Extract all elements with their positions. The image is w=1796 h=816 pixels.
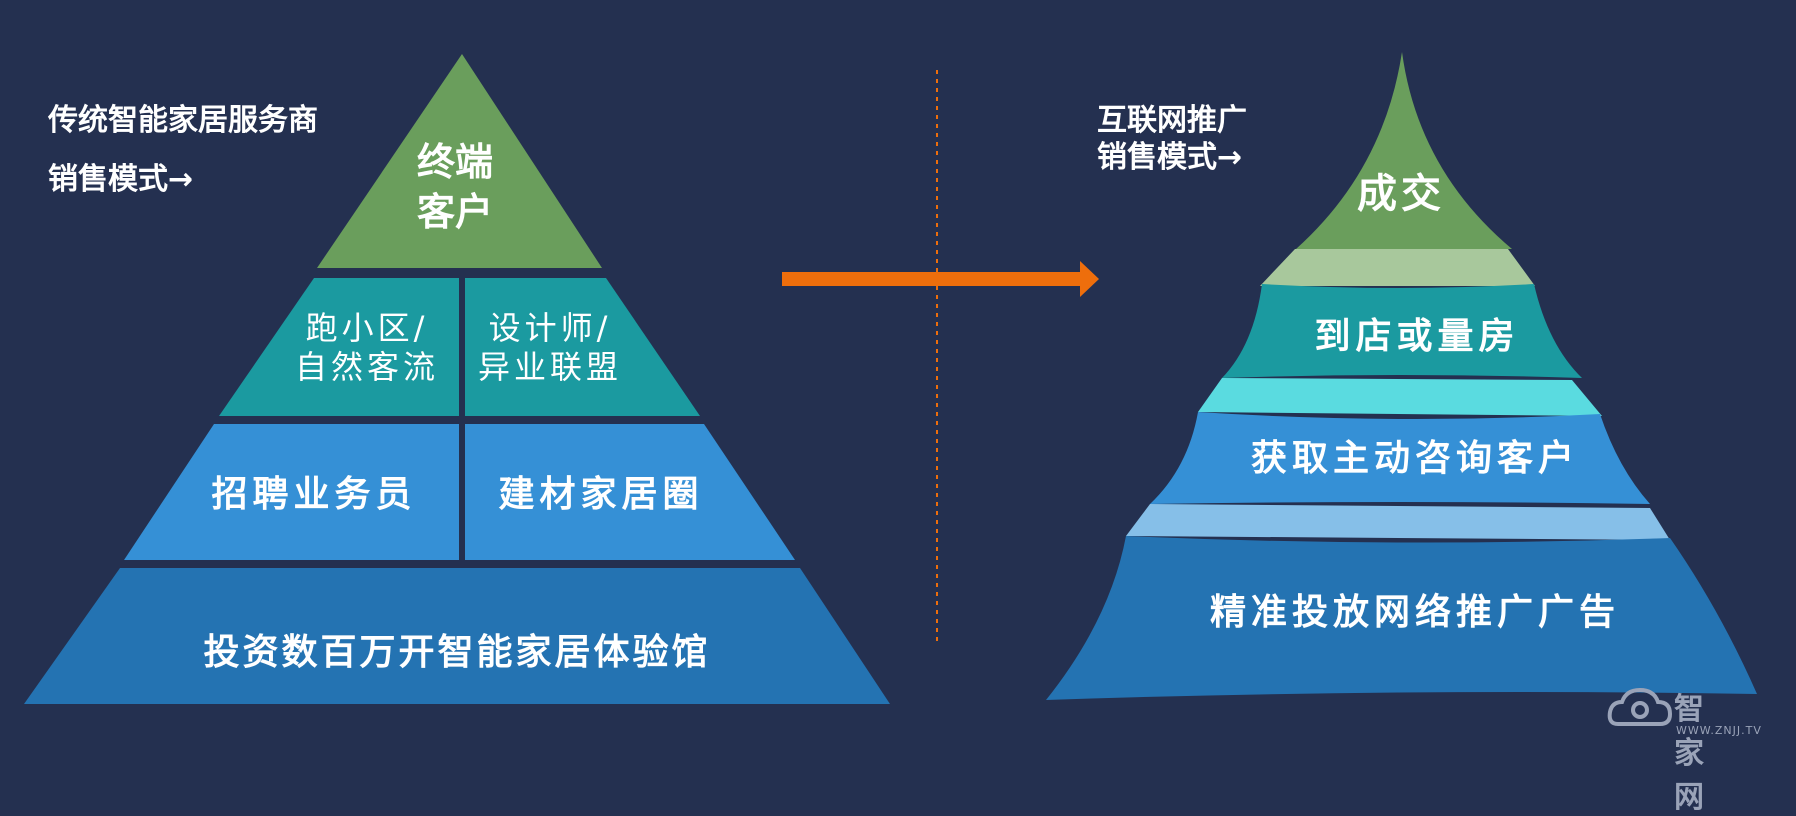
right-level2-text: 到店或量房 [1314, 316, 1519, 357]
right-pyramid: 成交 到店或量房 获取主动咨询客户 精准投放网络推广广告 [1046, 52, 1757, 700]
left-tier3-left-segment [124, 424, 459, 560]
transition-arrow [782, 261, 1099, 297]
right-connector-2 [1198, 378, 1602, 416]
left-tier3-right-segment [465, 424, 795, 560]
left-tier2-left-text-line2: 自然客流 [295, 348, 439, 386]
right-level4-segment [1046, 536, 1757, 700]
right-caption-line2: 销售模式→ [1097, 140, 1243, 175]
right-connector-3 [1126, 504, 1670, 540]
left-tier2-right-text-line2: 异业联盟 [478, 348, 622, 386]
left-tier4-text: 投资数百万开智能家居体验馆 [203, 632, 710, 673]
watermark-url: WWW.ZNJJ.TV [1676, 724, 1762, 737]
left-apex-text-line2: 客户 [417, 190, 493, 234]
right-level3-text: 获取主动咨询客户 [1251, 438, 1579, 479]
left-apex-text-line1: 终端 [417, 140, 493, 184]
left-pyramid: 终端 客户 跑小区/ 自然客流 设计师/ 异业联盟 招聘业务员 建材家居圈 投资… [24, 54, 890, 704]
left-tier2-left-text-line1: 跑小区/ [306, 309, 429, 347]
watermark-name: 智家网 [1674, 692, 1706, 815]
left-tier2-left-segment [219, 278, 459, 416]
left-tier3-left-text: 招聘业务员 [211, 474, 416, 515]
right-level1-text: 成交 [1357, 171, 1445, 217]
left-tier2-right-text-line1: 设计师/ [489, 309, 612, 347]
diagram-canvas: 终端 客户 跑小区/ 自然客流 设计师/ 异业联盟 招聘业务员 建材家居圈 投资… [24, 52, 1757, 726]
right-level1-segment [1296, 52, 1512, 249]
right-level4-text: 精准投放网络推广广告 [1210, 591, 1620, 633]
cloud-logo-icon [1607, 687, 1673, 726]
right-level2-segment [1222, 284, 1582, 378]
left-caption-line1: 传统智能家居服务商 [48, 103, 318, 138]
left-caption-line2: 销售模式→ [48, 162, 194, 197]
right-level3-segment [1150, 412, 1650, 504]
left-apex-segment [317, 54, 602, 268]
right-caption-line1: 互联网推广 [1097, 103, 1247, 138]
left-tier4-segment [24, 568, 890, 704]
right-connector-1 [1260, 249, 1535, 286]
left-tier3-right-text: 建材家居圈 [498, 474, 703, 515]
left-tier2-right-segment [465, 278, 700, 416]
